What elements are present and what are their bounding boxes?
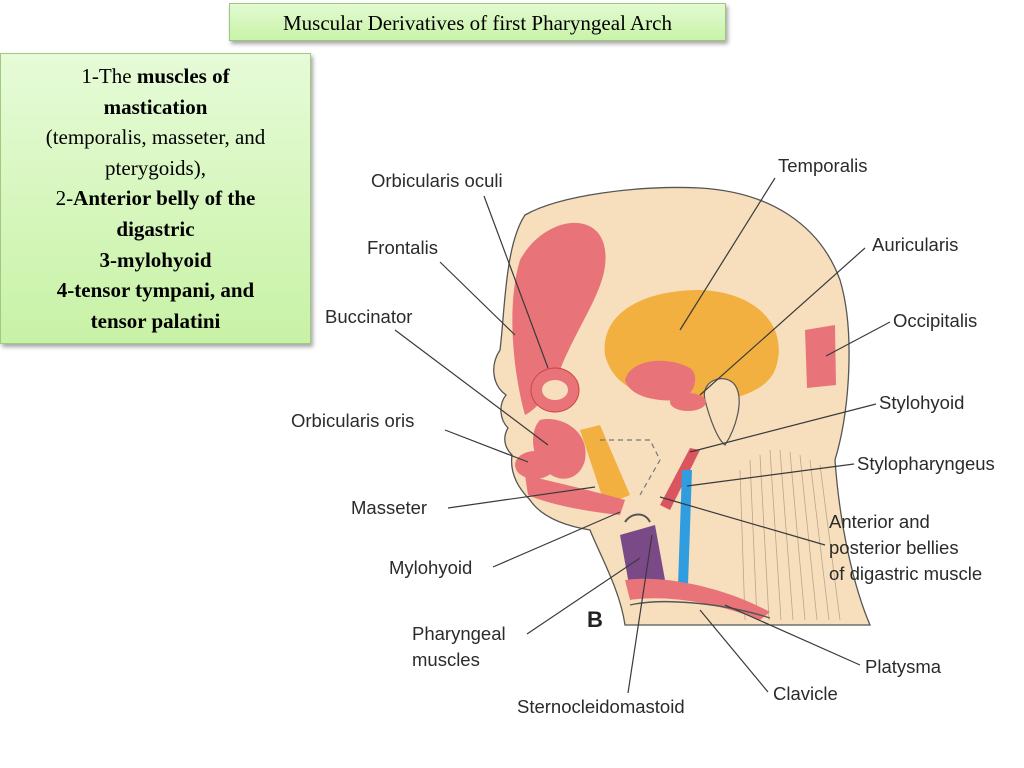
jaw-outline [600, 439, 661, 496]
label-masseter: Masseter [351, 497, 427, 518]
ear [703, 378, 740, 446]
strap-muscle [678, 470, 692, 585]
slide-title: Muscular Derivatives of first Pharyngeal… [229, 3, 726, 41]
masseter-muscle [580, 425, 630, 505]
label-orbicularis-oris: Orbicularis oris [291, 410, 414, 431]
label-stylopharyngeus: Stylopharyngeus [857, 453, 995, 474]
label-mylohyoid: Mylohyoid [389, 557, 472, 578]
label-frontalis: Frontalis [367, 237, 438, 258]
label-buccinator: Buccinator [325, 306, 412, 327]
label-stylohyoid: Stylohyoid [879, 392, 964, 413]
list-line-2: mastication [103, 94, 208, 119]
derivatives-list: 1-The muscles of mastication (temporalis… [0, 53, 311, 344]
label-pharyngeal-line-1: Pharyngeal [412, 623, 506, 644]
list-line-1: 1-The muscles of [81, 64, 230, 88]
list-line-5: 2-Anterior belly of the [55, 186, 256, 211]
auricularis-muscle [670, 393, 706, 411]
list-line-9: tensor palatini [90, 308, 221, 333]
panel-letter: B [587, 607, 603, 632]
label-auricularis: Auricularis [872, 234, 958, 255]
pharyngeal-muscles [620, 525, 665, 590]
label-digastric-line-2: posterior bellies [829, 537, 959, 558]
leader-lines [394, 177, 891, 694]
list-line-8: 4-tensor tympani, and [56, 278, 255, 303]
list-line-3: (temporalis, masseter, and [45, 125, 266, 150]
label-platysma: Platysma [865, 656, 942, 677]
label-orbicularis-oculi: Orbicularis oculi [371, 170, 503, 191]
label-occipitalis: Occipitalis [893, 310, 977, 331]
platysma-muscle [625, 578, 770, 620]
label-temporalis: Temporalis [778, 155, 867, 176]
orbicularis-oris-muscle [515, 451, 555, 479]
label-clavicle: Clavicle [773, 683, 838, 704]
label-pharyngeal-line-2: muscles [412, 649, 480, 670]
frontalis-muscle [512, 222, 606, 415]
temporalis-inner [625, 360, 696, 401]
hyoid-bone [624, 513, 651, 523]
list-line-4: pterygoids), [105, 155, 206, 180]
occipitalis-muscle [805, 325, 836, 388]
depressor-muscles [525, 475, 625, 515]
list-line-6: digastric [116, 216, 195, 241]
label-digastric-line-3: of digastric muscle [829, 563, 982, 584]
eye-opening [542, 380, 568, 400]
stylohyoid-muscle [660, 448, 700, 510]
label-digastric-line-1: Anterior and [829, 511, 930, 532]
label-sternocleidomastoid: Sternocleidomastoid [517, 696, 685, 717]
neck-hatching [739, 449, 841, 621]
list-line-7: 3-mylohyoid [99, 247, 212, 272]
